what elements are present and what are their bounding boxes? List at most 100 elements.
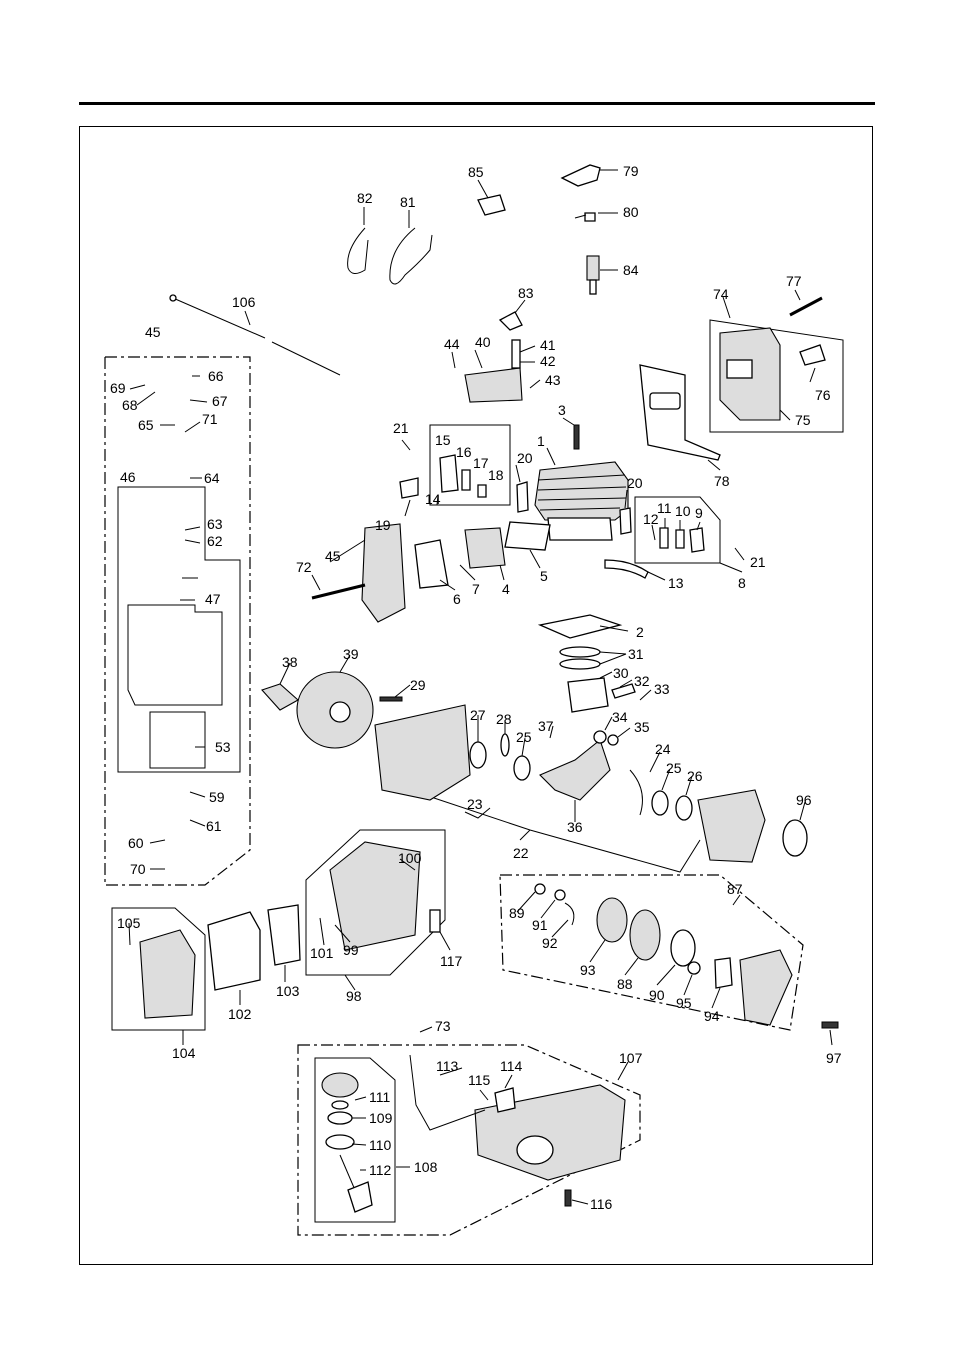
label-42: 42 <box>540 353 556 369</box>
label-61: 61 <box>206 818 222 834</box>
label-23: 23 <box>467 796 483 812</box>
label-73: 73 <box>435 1018 451 1034</box>
label-109: 109 <box>369 1110 393 1126</box>
label-89: 89 <box>509 905 525 921</box>
part-numbers: 79 85 80 82 81 84 83 74 77 106 45 44 40 … <box>110 163 842 1212</box>
label-90: 90 <box>649 987 665 1003</box>
label-6: 6 <box>453 591 461 607</box>
label-24: 24 <box>655 741 671 757</box>
label-100: 100 <box>398 850 422 866</box>
label-92: 92 <box>542 935 558 951</box>
label-117: 117 <box>440 953 463 969</box>
label-27: 27 <box>470 707 486 723</box>
label-76: 76 <box>815 387 831 403</box>
label-21-left: 21 <box>393 420 409 436</box>
label-116: 116 <box>590 1196 613 1212</box>
label-38: 38 <box>282 654 298 670</box>
label-96: 96 <box>796 792 812 808</box>
label-33: 33 <box>654 681 670 697</box>
label-71: 71 <box>202 411 218 427</box>
label-21-right: 21 <box>750 554 766 570</box>
label-91: 91 <box>532 917 548 933</box>
label-20-right: 20 <box>627 475 643 491</box>
label-14: 14 <box>425 491 441 507</box>
label-75: 75 <box>795 412 811 428</box>
label-102: 102 <box>228 1006 252 1022</box>
label-110: 110 <box>369 1137 392 1153</box>
label-105: 105 <box>117 915 141 931</box>
label-97: 97 <box>826 1050 842 1066</box>
label-82: 82 <box>357 190 373 206</box>
label-83: 83 <box>518 285 534 301</box>
label-13: 13 <box>668 575 684 591</box>
label-10: 10 <box>675 503 691 519</box>
label-114: 114 <box>500 1058 523 1074</box>
label-22: 22 <box>513 845 529 861</box>
label-74: 74 <box>713 286 729 302</box>
label-95: 95 <box>676 995 692 1011</box>
label-85: 85 <box>468 164 484 180</box>
label-36: 36 <box>567 819 583 835</box>
label-84: 84 <box>623 262 639 278</box>
label-28: 28 <box>496 711 512 727</box>
diagram-frame <box>79 126 873 1265</box>
label-18: 18 <box>488 467 504 483</box>
label-35: 35 <box>634 719 650 735</box>
label-37: 37 <box>538 718 554 734</box>
label-39: 39 <box>343 646 359 662</box>
group-outlines <box>104 319 844 1236</box>
label-65: 65 <box>138 417 154 433</box>
label-43: 43 <box>545 372 561 388</box>
label-80: 80 <box>623 204 639 220</box>
label-4: 4 <box>502 581 510 597</box>
label-44: 44 <box>444 336 460 352</box>
label-20-left: 20 <box>517 450 533 466</box>
label-87: 87 <box>727 881 743 897</box>
label-40: 40 <box>475 334 491 350</box>
label-5: 5 <box>540 568 548 584</box>
label-16: 16 <box>456 444 472 460</box>
label-41: 41 <box>540 337 556 353</box>
label-59: 59 <box>209 789 225 805</box>
label-98: 98 <box>346 988 362 1004</box>
label-88: 88 <box>617 976 633 992</box>
label-81: 81 <box>400 194 416 210</box>
label-108: 108 <box>414 1159 438 1175</box>
label-7: 7 <box>472 581 480 597</box>
label-93: 93 <box>580 962 596 978</box>
label-70: 70 <box>130 861 146 877</box>
label-15: 15 <box>435 432 451 448</box>
label-101: 101 <box>310 945 334 961</box>
label-79: 79 <box>623 163 639 179</box>
label-68: 68 <box>122 397 138 413</box>
label-53: 53 <box>215 739 231 755</box>
label-62: 62 <box>207 533 223 549</box>
label-1: 1 <box>537 433 545 449</box>
label-78: 78 <box>714 473 730 489</box>
label-8: 8 <box>738 575 746 591</box>
label-26: 26 <box>687 768 703 784</box>
label-12: 12 <box>643 511 659 527</box>
label-45-group: 45 <box>145 324 161 340</box>
label-45-carb: 45 <box>325 548 341 564</box>
label-60: 60 <box>128 835 144 851</box>
label-46: 46 <box>120 469 136 485</box>
label-72: 72 <box>296 559 312 575</box>
label-30: 30 <box>613 665 629 681</box>
label-19: 19 <box>375 517 391 533</box>
label-2: 2 <box>636 624 644 640</box>
label-34: 34 <box>612 709 628 725</box>
label-11: 11 <box>657 500 672 516</box>
label-64: 64 <box>204 470 220 486</box>
label-69: 69 <box>110 380 126 396</box>
label-111: 111 <box>369 1089 390 1105</box>
label-32: 32 <box>634 673 650 689</box>
leader-lines <box>128 169 833 1205</box>
label-104: 104 <box>172 1045 196 1061</box>
label-29: 29 <box>410 677 426 693</box>
label-25-left: 25 <box>516 729 532 745</box>
label-3: 3 <box>558 402 566 418</box>
label-25-right: 25 <box>666 760 682 776</box>
label-77: 77 <box>786 273 802 289</box>
